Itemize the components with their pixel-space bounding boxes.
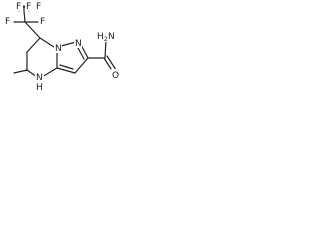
bond-carbonyl-n xyxy=(104,39,107,59)
bond-n2-c2 xyxy=(80,44,89,59)
atom-ring-n-right: N xyxy=(75,39,82,49)
bond-c3a-n4 xyxy=(41,67,58,78)
atom-f-top-left: F xyxy=(16,2,21,12)
bond-cf3-cf2 xyxy=(23,10,26,23)
bond-n1-n2 xyxy=(60,41,77,47)
atom-labels: F F F F F H 2 N N N H N O xyxy=(4,1,123,93)
atom-nh-h: H xyxy=(36,83,43,93)
atom-hydrazide-h-subscript: 2 xyxy=(104,36,108,43)
atom-hydrazide-h: H xyxy=(97,32,104,42)
chemical-structure-diagram: F F F F F H 2 N N N H N O xyxy=(4,1,123,93)
bond-c2-c3 xyxy=(74,57,89,74)
atom-nh-n: N xyxy=(36,73,43,83)
bond-cf2-c7 xyxy=(24,21,41,39)
atom-f-side-right: F xyxy=(40,17,45,27)
atom-oxygen: O xyxy=(112,71,119,81)
bond-c5-methyl xyxy=(13,69,28,74)
bond-c3-c3a-double xyxy=(59,64,74,70)
bond-carbonyl-o-b xyxy=(106,55,117,71)
atom-ring-n-left: N xyxy=(55,44,62,54)
atom-f-top-right: F xyxy=(36,2,41,12)
atom-hydrazide-n: N xyxy=(108,32,115,42)
atom-f-top-mid: F xyxy=(26,2,31,12)
atom-f-side-left: F xyxy=(5,17,10,27)
bond-c3-c3a xyxy=(56,67,76,74)
bond-c6-c7 xyxy=(26,37,41,53)
bond-n2-c2-double xyxy=(77,47,85,60)
